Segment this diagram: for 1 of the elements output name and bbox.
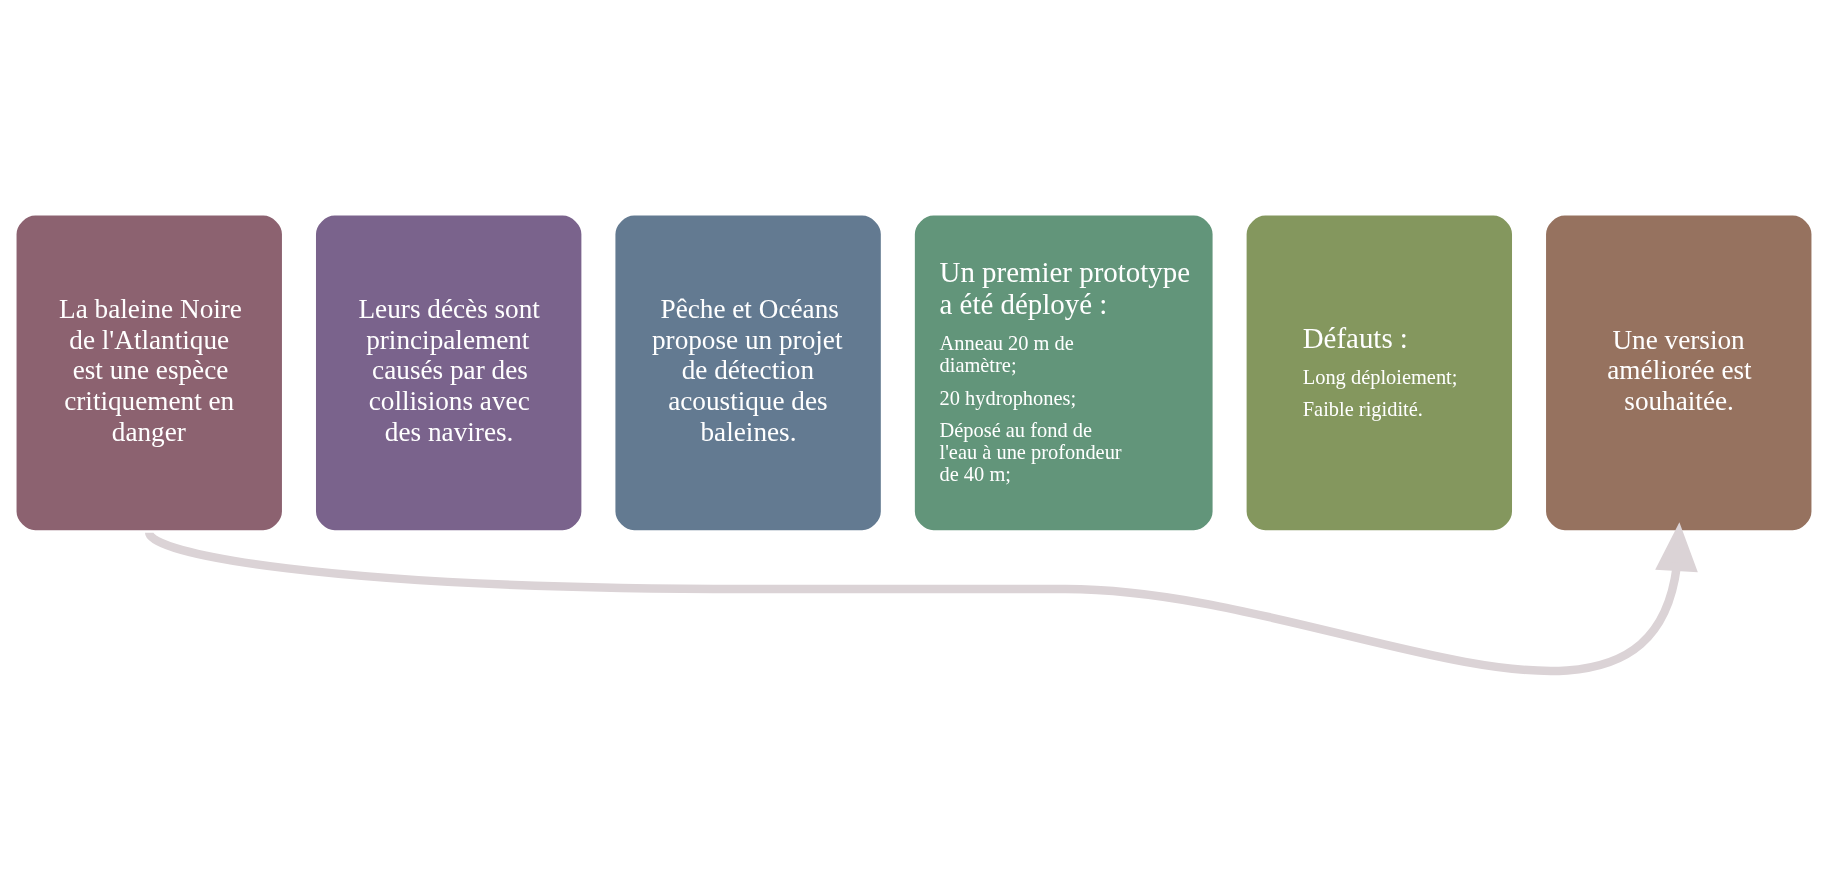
arrow bbox=[146, 521, 1698, 675]
